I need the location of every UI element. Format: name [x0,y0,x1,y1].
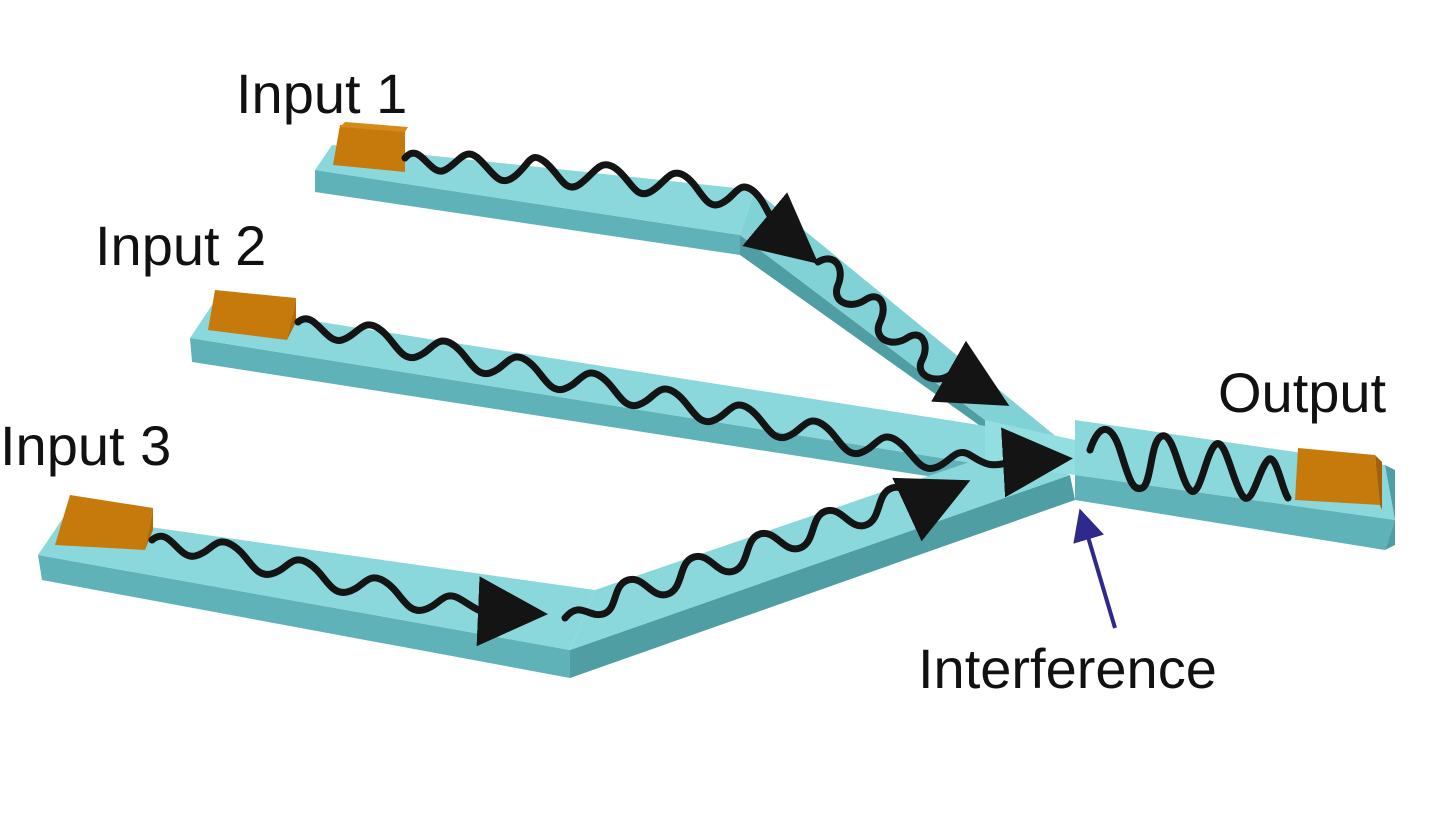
waveguide-input-1-top [315,145,755,235]
waveguide-output-front [1075,475,1395,550]
label-output: Output [1218,361,1387,424]
light-waves [148,149,1292,647]
output-wave [1086,425,1292,502]
pad-top [340,122,408,132]
waveguide-input-2-front [190,338,985,485]
wavy-arrow-icon [294,315,1073,498]
label-input-3: Input 3 [0,414,171,477]
input-3-pad [55,495,153,550]
waveguide-input-2-top [190,305,1075,465]
wavy-arrow-icon [814,255,1010,406]
pad-side [1375,455,1382,510]
orange-block-icon [333,125,405,172]
label-interference: Interference [918,637,1217,700]
input-1-pad [333,122,408,172]
wavy-arrow-icon [561,477,971,622]
orange-block-icon [208,290,296,340]
label-input-2: Input 2 [95,214,266,277]
waveguide-input-3-front [38,555,570,678]
waveguide-input-1-front [315,170,740,255]
waveguide-input-3-diagonal-top [570,455,1070,650]
pad-side [287,298,296,340]
orange-block-icon [55,495,153,550]
input-2-pad [208,290,296,340]
output-pad [1295,448,1382,510]
wavy-arrow-icon [148,532,548,647]
wavy-arrow-icon [401,149,819,264]
pad-side [145,508,153,550]
waveguide-input-2 [190,305,1075,485]
label-input-1: Input 1 [236,62,407,125]
orange-block-icon [1295,448,1380,505]
arrow-up-icon [1073,508,1117,629]
waveguide-output-end [1385,465,1395,550]
